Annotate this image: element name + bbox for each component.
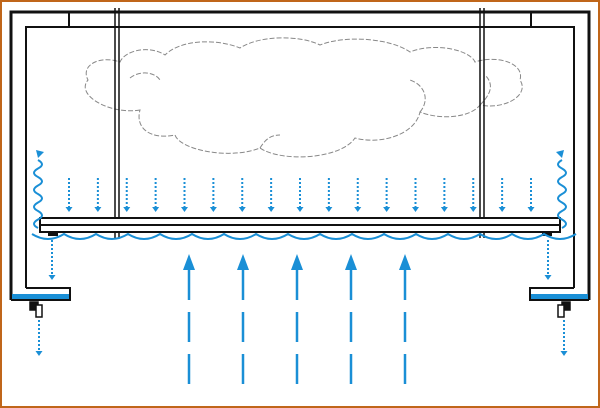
right-rising-air-head: [556, 150, 564, 158]
support-rods: [114, 8, 485, 238]
left-exhaust-arrow-head: [48, 275, 56, 280]
inflow-arrow-head: [291, 254, 303, 270]
downflow-arrow-head: [181, 207, 188, 212]
inflow-arrow-head: [399, 254, 411, 270]
downflow-arrow-head: [65, 207, 73, 212]
downflow-arrow-head: [440, 207, 448, 212]
inflow-arrow-head: [345, 254, 357, 270]
downflow-arrow-head: [238, 207, 246, 212]
left-drain-trough: [12, 294, 69, 299]
hood-frame: [9, 10, 591, 301]
downflow-arrow-head: [469, 207, 477, 212]
drain-fittings: [29, 301, 571, 318]
right-drain-trough: [531, 294, 588, 299]
left-drain-arrow-head: [35, 351, 43, 356]
downflow-arrow-head: [412, 207, 419, 212]
downflow-arrow-head: [325, 207, 333, 212]
downflow-arrow-head: [354, 207, 362, 212]
right-exhaust-arrow-head: [544, 275, 552, 280]
downflow-arrow-head: [152, 207, 160, 212]
downflow-arrow-head: [94, 207, 102, 212]
left-rising-air: [33, 159, 43, 229]
downflow-arrow-head: [267, 207, 275, 212]
downflow-arrow-head: [527, 207, 535, 212]
filter-bar: [39, 217, 561, 236]
downflow-arrow-head: [209, 207, 217, 212]
contaminant-cloud: [84, 37, 523, 158]
downflow-arrow-head: [383, 207, 391, 212]
left-rising-air-head: [36, 150, 44, 158]
right-drain-arrow-head: [560, 351, 568, 356]
turbulent-boundary: [31, 232, 577, 240]
inflow-arrow-head: [183, 254, 195, 270]
downflow-arrow-head: [123, 207, 131, 212]
right-rising-air: [557, 159, 567, 229]
inflow-arrow-head: [237, 254, 249, 270]
airflow: [31, 150, 577, 386]
downflow-arrow-head: [296, 207, 304, 212]
downflow-arrow-head: [498, 207, 506, 212]
